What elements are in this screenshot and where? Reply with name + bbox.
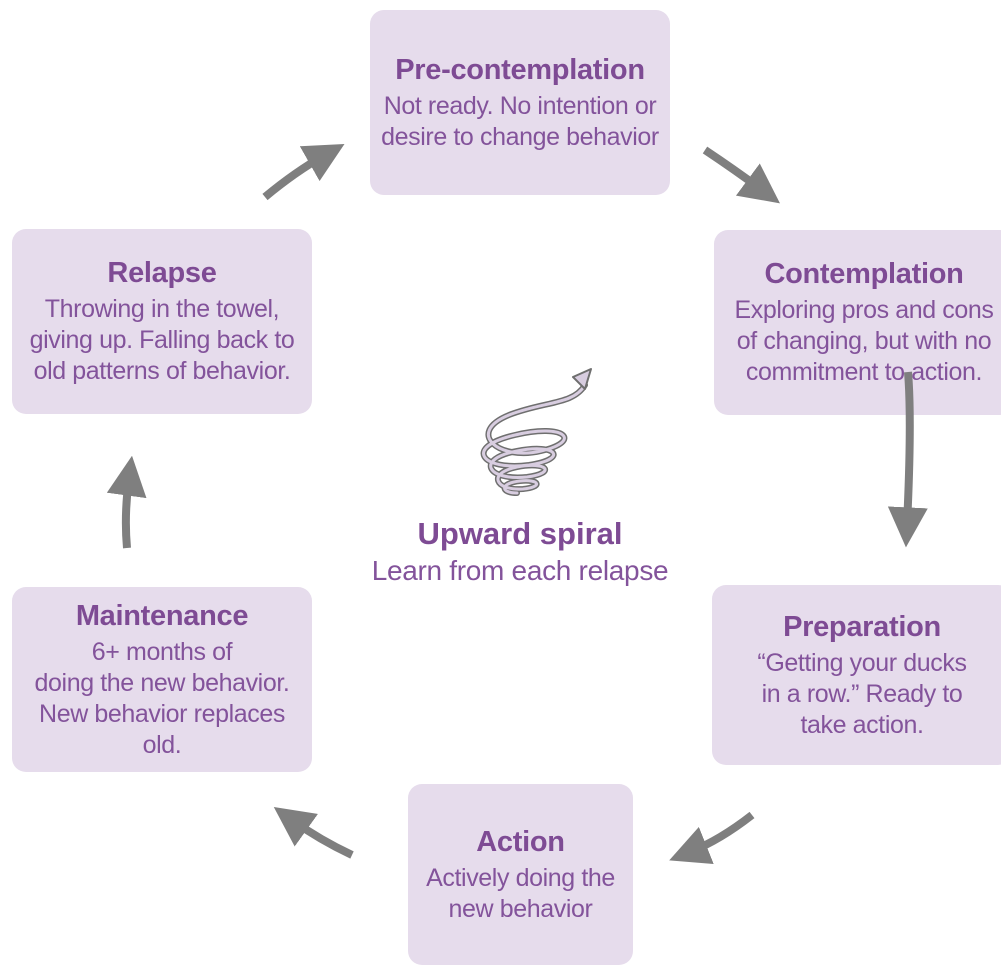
arrow-precontemplation-to-contemplation-icon: [702, 146, 781, 204]
stage-description-line: commitment to action.: [745, 358, 983, 386]
stage-preparation: Preparation “Getting your ducks in a row…: [712, 585, 1001, 765]
stage-description-line: doing the new behavior.: [34, 668, 290, 697]
stage-action: Action Actively doing the new behavior: [408, 784, 633, 965]
stage-contemplation: Contemplation Exploring pros and cons of…: [714, 230, 1001, 415]
stage-description-line: in a row.” Ready to: [761, 679, 963, 708]
arrow-contemplation-to-preparation-icon: [887, 371, 928, 548]
stage-precontemplation: Pre-contemplation Not ready. No intentio…: [370, 10, 670, 195]
center-title: Upward spiral: [417, 516, 623, 551]
stage-description-line: “Getting your ducks: [757, 648, 967, 677]
stage-description-line: 6+ months of: [91, 637, 233, 666]
stage-description-line: Throwing in the towel,: [44, 295, 280, 323]
stage-description-line: take action.: [800, 710, 924, 739]
stage-title: Pre-contemplation: [395, 53, 645, 86]
stage-description-line: New behavior replaces old.: [39, 699, 285, 759]
stage-description-line: new behavior: [448, 894, 593, 923]
stage-description-line: desire to change behavior: [381, 122, 659, 151]
stage-description-line: old patterns of behavior.: [33, 357, 291, 385]
stage-title: Action: [476, 825, 565, 858]
stage-description-line: Not ready. No intention or: [383, 91, 657, 120]
stage-description-line: Exploring pros and cons: [734, 296, 994, 324]
stage-title: Contemplation: [764, 258, 964, 290]
stage-description-line: of changing, but with no: [736, 327, 992, 355]
stage-relapse: Relapse Throwing in the towel, giving up…: [12, 229, 312, 414]
stage-title: Relapse: [107, 257, 217, 289]
stage-maintenance: Maintenance 6+ months of doing the new b…: [12, 587, 312, 772]
upward-spiral-icon: [480, 368, 592, 496]
arrow-maintenance-to-relapse-icon: [106, 455, 147, 549]
center-caption: Upward spiral Learn from each relapse: [350, 515, 690, 589]
center-subtitle: Learn from each relapse: [371, 555, 669, 586]
arrow-action-to-maintenance-icon: [273, 806, 354, 859]
arrow-relapse-to-precontemplation-icon: [262, 143, 345, 201]
stage-description-line: giving up. Falling back to: [29, 326, 295, 354]
stage-title: Preparation: [783, 610, 941, 643]
arrow-preparation-to-action-icon: [669, 811, 755, 865]
stage-title: Maintenance: [75, 599, 249, 632]
stage-description-line: Actively doing the: [426, 863, 615, 892]
